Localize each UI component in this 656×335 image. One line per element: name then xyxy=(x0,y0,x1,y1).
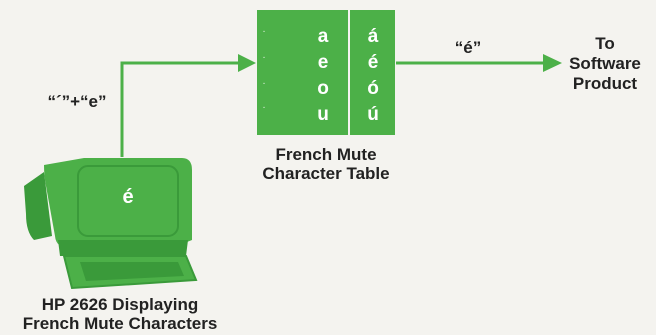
base-letter-cell: o xyxy=(317,78,329,99)
accented-letter-cell: ú xyxy=(367,104,379,125)
destination-line1: To xyxy=(595,34,615,53)
mute-accent-dot: . xyxy=(262,50,266,61)
terminal-back xyxy=(24,172,52,240)
base-letter-cell: e xyxy=(317,52,329,73)
input-keystroke-label: “´”+“e” xyxy=(47,92,107,111)
destination-line2: Software xyxy=(569,54,641,73)
hp-2626-terminal-illustration xyxy=(24,158,198,290)
terminal-screen xyxy=(77,165,179,237)
terminal-caption-line2: French Mute Characters xyxy=(22,314,218,333)
base-letter-cell: a xyxy=(317,26,329,47)
terminal-caption-line1: HP 2626 Displaying xyxy=(41,295,199,314)
base-letter-cell: u xyxy=(317,104,329,125)
input-arrowhead xyxy=(238,54,256,72)
mute-accent-dot: . xyxy=(262,24,266,35)
terminal-screen-character: é xyxy=(122,186,134,208)
character-table-caption-line2: Character Table xyxy=(262,164,390,183)
character-table-caption-line1: French Mute xyxy=(275,145,377,164)
output-arrowhead xyxy=(543,54,562,72)
terminal-base xyxy=(58,240,188,256)
character-table-box xyxy=(257,10,395,135)
accented-letter-cell: ó xyxy=(367,78,379,99)
accented-letter-cell: é xyxy=(367,52,379,73)
input-connector-line xyxy=(120,61,240,157)
mute-accent-dot: . xyxy=(262,76,266,87)
keyboard-keys xyxy=(80,262,184,281)
accented-letter-cell: á xyxy=(367,26,379,47)
output-character-label: “é” xyxy=(454,38,482,57)
destination-line3: Product xyxy=(572,74,638,93)
mute-accent-dot: . xyxy=(262,100,266,111)
